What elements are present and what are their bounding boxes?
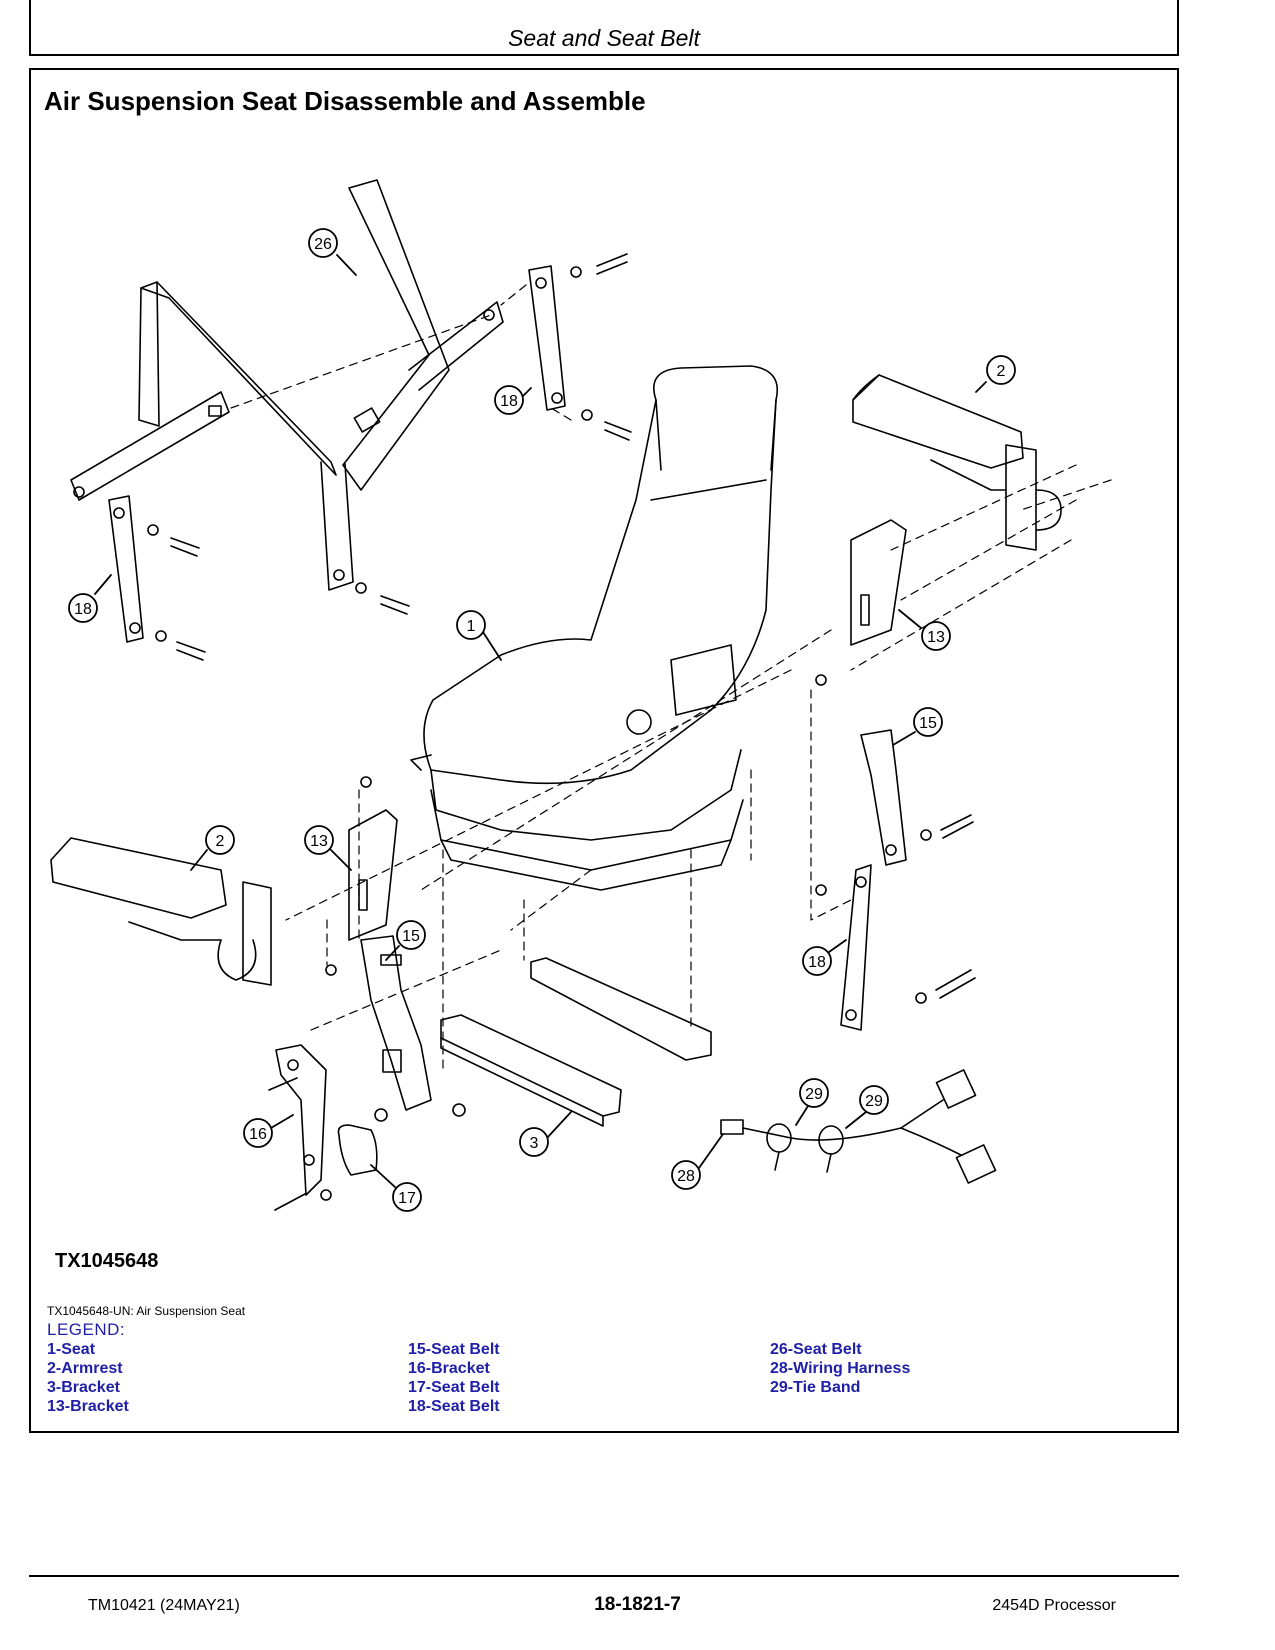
callout-3-label: 3 [530, 1135, 539, 1152]
legend-item: 28-Wiring Harness [770, 1360, 911, 1377]
callout-1-label: 1 [467, 618, 476, 635]
callout-28: 28 [671, 1133, 724, 1190]
page-header: Seat and Seat Belt [29, 0, 1179, 56]
header-title: Seat and Seat Belt [508, 25, 700, 51]
callout-3: 3 [519, 1111, 572, 1157]
seat-belt-26-drawing [70, 179, 504, 591]
callout-13b: 13 [304, 825, 352, 871]
seat-belt-18-drawing [108, 265, 872, 1031]
seat-belt-17-drawing [337, 1124, 378, 1176]
callout-18b-label: 18 [74, 601, 92, 618]
legend-item: 15-Seat Belt [408, 1341, 500, 1358]
callout-2b-label: 2 [216, 833, 225, 850]
callout-29a-label: 29 [805, 1086, 823, 1103]
callout-17-label: 17 [398, 1190, 416, 1207]
bracket-3-drawing [440, 957, 712, 1127]
callout-13a: 13 [898, 609, 951, 651]
legend-item: 2-Armrest [47, 1360, 123, 1377]
legend-item: 16-Bracket [408, 1360, 490, 1377]
footer-divider [29, 1575, 1179, 1577]
callout-26: 26 [308, 228, 357, 276]
callout-18a-label: 18 [500, 393, 518, 410]
callout-16-label: 16 [249, 1126, 267, 1143]
buckle-15-left-drawing [360, 935, 432, 1111]
fasteners-drawing [147, 253, 976, 1211]
legend-item: 29-Tie Band [770, 1379, 861, 1396]
legend-item: 26-Seat Belt [770, 1341, 862, 1358]
callout-13b-label: 13 [310, 833, 328, 850]
legend-column-2: 15-Seat Belt 16-Bracket 17-Seat Belt 18-… [408, 1340, 500, 1416]
assembly-lines [230, 284, 1112, 1071]
callout-28-label: 28 [677, 1168, 695, 1185]
callout-15a: 15 [892, 707, 943, 746]
callout-2b: 2 [190, 825, 235, 871]
bracket-13-left-drawing [348, 809, 398, 941]
callout-15b: 15 [385, 920, 426, 961]
callout-26-label: 26 [314, 236, 332, 253]
figure-id: TX1045648 [55, 1250, 159, 1272]
legend-title: LEGEND: [47, 1320, 126, 1339]
exploded-diagram: 26 18 2 18 1 13 15 2 13 15 18 16 [50, 179, 1112, 1212]
section-title: Air Suspension Seat Disassemble and Asse… [44, 86, 646, 116]
content-box: Air Suspension Seat Disassemble and Asse… [29, 68, 1179, 1433]
callout-18c: 18 [802, 939, 847, 976]
callout-18b: 18 [68, 574, 112, 623]
bracket-13-right-drawing [850, 519, 907, 646]
legend-item: 1-Seat [47, 1341, 96, 1358]
callout-29a: 29 [795, 1078, 829, 1126]
bracket-16-drawing [275, 1044, 327, 1196]
callout-2a-label: 2 [997, 363, 1006, 380]
legend-item: 13-Bracket [47, 1398, 129, 1415]
callout-18a: 18 [494, 385, 532, 415]
callout-13a-label: 13 [927, 629, 945, 646]
callout-2a: 2 [975, 355, 1016, 393]
callout-17: 17 [370, 1164, 422, 1212]
callouts: 26 18 2 18 1 13 15 2 13 15 18 16 [68, 228, 1016, 1212]
callout-15b-label: 15 [402, 928, 420, 945]
callout-29b: 29 [845, 1085, 889, 1129]
callout-1: 1 [456, 610, 502, 661]
buckle-15-right-drawing [860, 729, 907, 866]
legend-item: 18-Seat Belt [408, 1398, 500, 1415]
legend-item: 3-Bracket [47, 1379, 120, 1396]
callout-29b-label: 29 [865, 1093, 883, 1110]
callout-16: 16 [243, 1114, 294, 1148]
figure-caption: TX1045648-UN: Air Suspension Seat [47, 1304, 246, 1318]
callout-18c-label: 18 [808, 954, 826, 971]
footer-page-number: 18-1821-7 [594, 1594, 681, 1615]
wiring-harness-drawing [720, 1069, 997, 1184]
legend-item: 17-Seat Belt [408, 1379, 500, 1396]
armrest-left-drawing [50, 837, 272, 986]
footer-manual-id: TM10421 (24MAY21) [88, 1597, 240, 1614]
legend-column-3: 26-Seat Belt 28-Wiring Harness 29-Tie Ba… [770, 1340, 910, 1397]
legend-column-1: 1-Seat 2-Armrest 3-Bracket 13-Bracket [47, 1340, 129, 1416]
footer-product: 2454D Processor [992, 1597, 1116, 1614]
callout-15a-label: 15 [919, 715, 937, 732]
armrest-right-drawing [852, 374, 1062, 551]
